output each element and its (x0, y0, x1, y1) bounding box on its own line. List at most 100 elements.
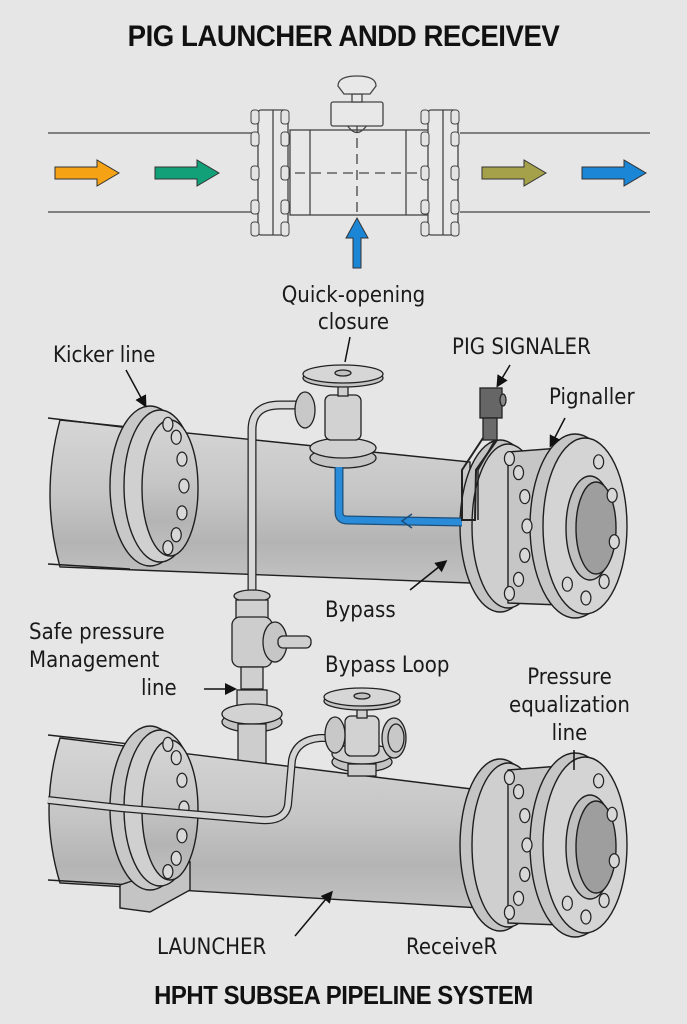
flange-bolt (503, 769, 516, 786)
schematic-bolts (250, 109, 460, 237)
schematic-valve (330, 75, 384, 134)
flange-bolt (512, 465, 525, 481)
bolt (420, 199, 430, 215)
bolt (280, 109, 290, 125)
leader-launcher (294, 890, 333, 937)
quick-opening-valve (294, 364, 384, 469)
label-pressure-eq-line1: Pressure (527, 665, 612, 690)
label-bypass-loop: Bypass Loop (325, 653, 450, 678)
bolt (420, 165, 430, 181)
flange-bolt (606, 487, 618, 503)
bolt (280, 221, 290, 237)
flange-bolt (519, 547, 531, 563)
flange-bolt (512, 890, 525, 906)
flange-bolt (593, 454, 605, 470)
bypass-loop-valve (323, 687, 407, 777)
flange-bolt (521, 837, 533, 853)
lower-end-flange-receiver (529, 752, 628, 938)
flange-bolt (512, 571, 525, 587)
flange-bolt (503, 585, 516, 602)
label-safe-pressure-line2: Management (29, 648, 160, 673)
bolt (280, 131, 290, 147)
bolt (280, 199, 290, 215)
flange-bolt (162, 540, 174, 556)
flow-arrows (54, 159, 647, 187)
leader-kicker-line (125, 369, 147, 408)
flange-bolt (598, 892, 610, 909)
label-pressure-eq-line3: line (551, 721, 588, 746)
leader-pig-signaler (496, 364, 511, 388)
flange-bolt (170, 527, 182, 543)
flange-bolt (519, 808, 531, 824)
flange-bolt (162, 736, 174, 753)
label-safe-pressure-line1: Safe pressure (29, 620, 165, 645)
leader-quick-opening (344, 336, 351, 363)
bolt (250, 221, 260, 237)
flow-arrow-2 (154, 159, 220, 187)
flange-bolt (170, 429, 182, 445)
inlet-arrow (345, 216, 369, 269)
flange-bolt (503, 904, 516, 921)
bolt (450, 109, 460, 125)
label-pignaller: Pignaller (549, 385, 635, 410)
flow-arrow-3 (481, 159, 547, 187)
flange-bolt (580, 590, 592, 606)
bolt (250, 199, 260, 215)
bolt (450, 131, 460, 147)
kicker-line-tube (247, 400, 305, 595)
leader-pignaller (549, 417, 566, 448)
bolt (450, 165, 460, 181)
bypass-line (334, 467, 463, 529)
flow-arrow-1 (54, 159, 120, 187)
flange-bolt (521, 518, 533, 534)
upper-left-flange (109, 405, 199, 567)
flange-bolt (608, 853, 620, 869)
pressure-equalization-tube (47, 734, 340, 825)
leader-lines (125, 336, 575, 937)
flange-bolt (176, 451, 188, 467)
bolt (420, 131, 430, 147)
flange-bolt (561, 895, 573, 911)
flange-bolt (176, 828, 188, 844)
flange-bolt (608, 534, 620, 550)
label-pressure-eq-line2: equalization (509, 693, 630, 718)
flange-bolt (170, 750, 182, 766)
leader-bypass (409, 560, 448, 591)
bolt (450, 221, 460, 237)
label-safe-pressure-line3: line (141, 676, 177, 701)
lower-flange-bolts (162, 736, 620, 925)
label-quick-opening-line1: Quick-opening (281, 283, 426, 308)
flange-bolt (519, 489, 531, 505)
flow-schematic (48, 75, 650, 236)
flange-bolt (606, 806, 618, 822)
flange-bolt (580, 909, 592, 925)
flange-bolt (503, 450, 516, 467)
bolt (250, 109, 260, 125)
label-bypass: Bypass (325, 598, 396, 623)
diagram-title: PIG LAUNCHER ANDD RECEIVEV (127, 20, 560, 53)
pig-signaler (461, 387, 507, 521)
flange-bolt (176, 772, 188, 788)
lower-pipe-assembly (47, 725, 628, 938)
upper-flange-bolts (162, 416, 620, 606)
safe-pressure-valve (221, 589, 312, 765)
label-receiver: ReceiveR (406, 935, 498, 960)
flow-arrow-4 (581, 159, 647, 187)
flange-bolt (162, 863, 174, 880)
bolt (420, 109, 430, 125)
bolt (420, 221, 430, 237)
flange-bolt (170, 850, 182, 866)
flange-bolt (561, 576, 573, 592)
upper-end-flange-pignaller (529, 433, 628, 619)
flange-bolt (598, 573, 610, 590)
bolt (450, 199, 460, 215)
label-kicker-line: Kicker line (53, 343, 156, 368)
label-launcher: LAUNCHER (157, 935, 267, 960)
bolt (280, 165, 290, 181)
flange-bolt (162, 416, 174, 432)
flange-bolt (512, 784, 525, 800)
flange-bolt (519, 866, 531, 882)
flange-bolt (593, 773, 605, 789)
label-quick-opening-line2: closure (317, 310, 390, 335)
